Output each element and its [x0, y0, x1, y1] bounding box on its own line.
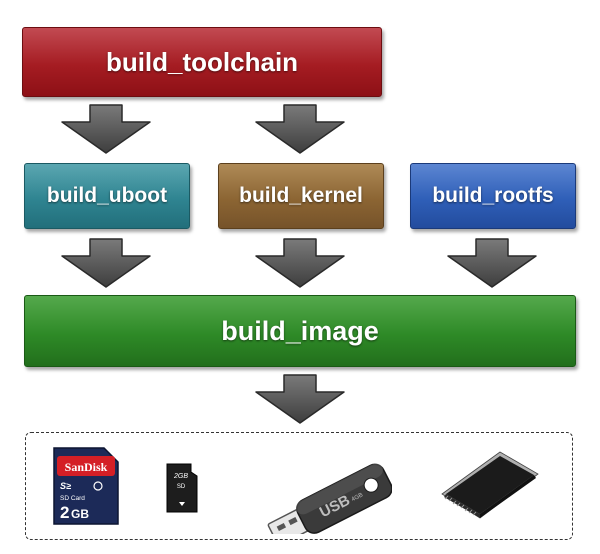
sd-card-brand: SanDisk	[65, 460, 108, 474]
arrow-down-icon	[60, 238, 152, 288]
arrow-down-icon	[254, 374, 346, 424]
sd-card-type: SD Card	[60, 495, 85, 502]
build-kernel-box: build_kernel	[218, 163, 384, 229]
arrow-down-icon	[254, 104, 346, 154]
svg-text:S≥: S≥	[60, 481, 71, 491]
microsd-capacity: 2GB	[173, 473, 188, 480]
arrow-down-icon	[60, 104, 152, 154]
sd-card-capacity-unit: GB	[71, 507, 89, 521]
usb-drive-icon: USB 4GB	[267, 463, 392, 534]
arrow-down-icon	[254, 238, 346, 288]
arrow-down-icon	[446, 238, 538, 288]
svg-text:SD: SD	[177, 484, 186, 490]
usb-capacity: 4GB	[351, 492, 364, 503]
build-image-label: build_image	[221, 315, 379, 346]
flash-chip-icon	[441, 451, 539, 519]
storage-media-panel	[25, 432, 573, 540]
build-rootfs-box: build_rootfs	[410, 163, 576, 229]
microsd-card-icon: 2GB SD	[166, 463, 198, 513]
build-uboot-label: build_uboot	[46, 184, 168, 207]
build-rootfs-label: build_rootfs	[432, 184, 554, 207]
build-toolchain-box: build_toolchain	[22, 27, 382, 97]
build-uboot-box: build_uboot	[24, 163, 190, 229]
sd-card-icon: SanDisk S≥ SD Card 2 GB	[53, 447, 119, 525]
sd-card-capacity-num: 2	[60, 503, 69, 522]
build-toolchain-label: build_toolchain	[105, 46, 299, 77]
build-image-box: build_image	[24, 295, 576, 367]
build-kernel-label: build_kernel	[239, 184, 363, 207]
